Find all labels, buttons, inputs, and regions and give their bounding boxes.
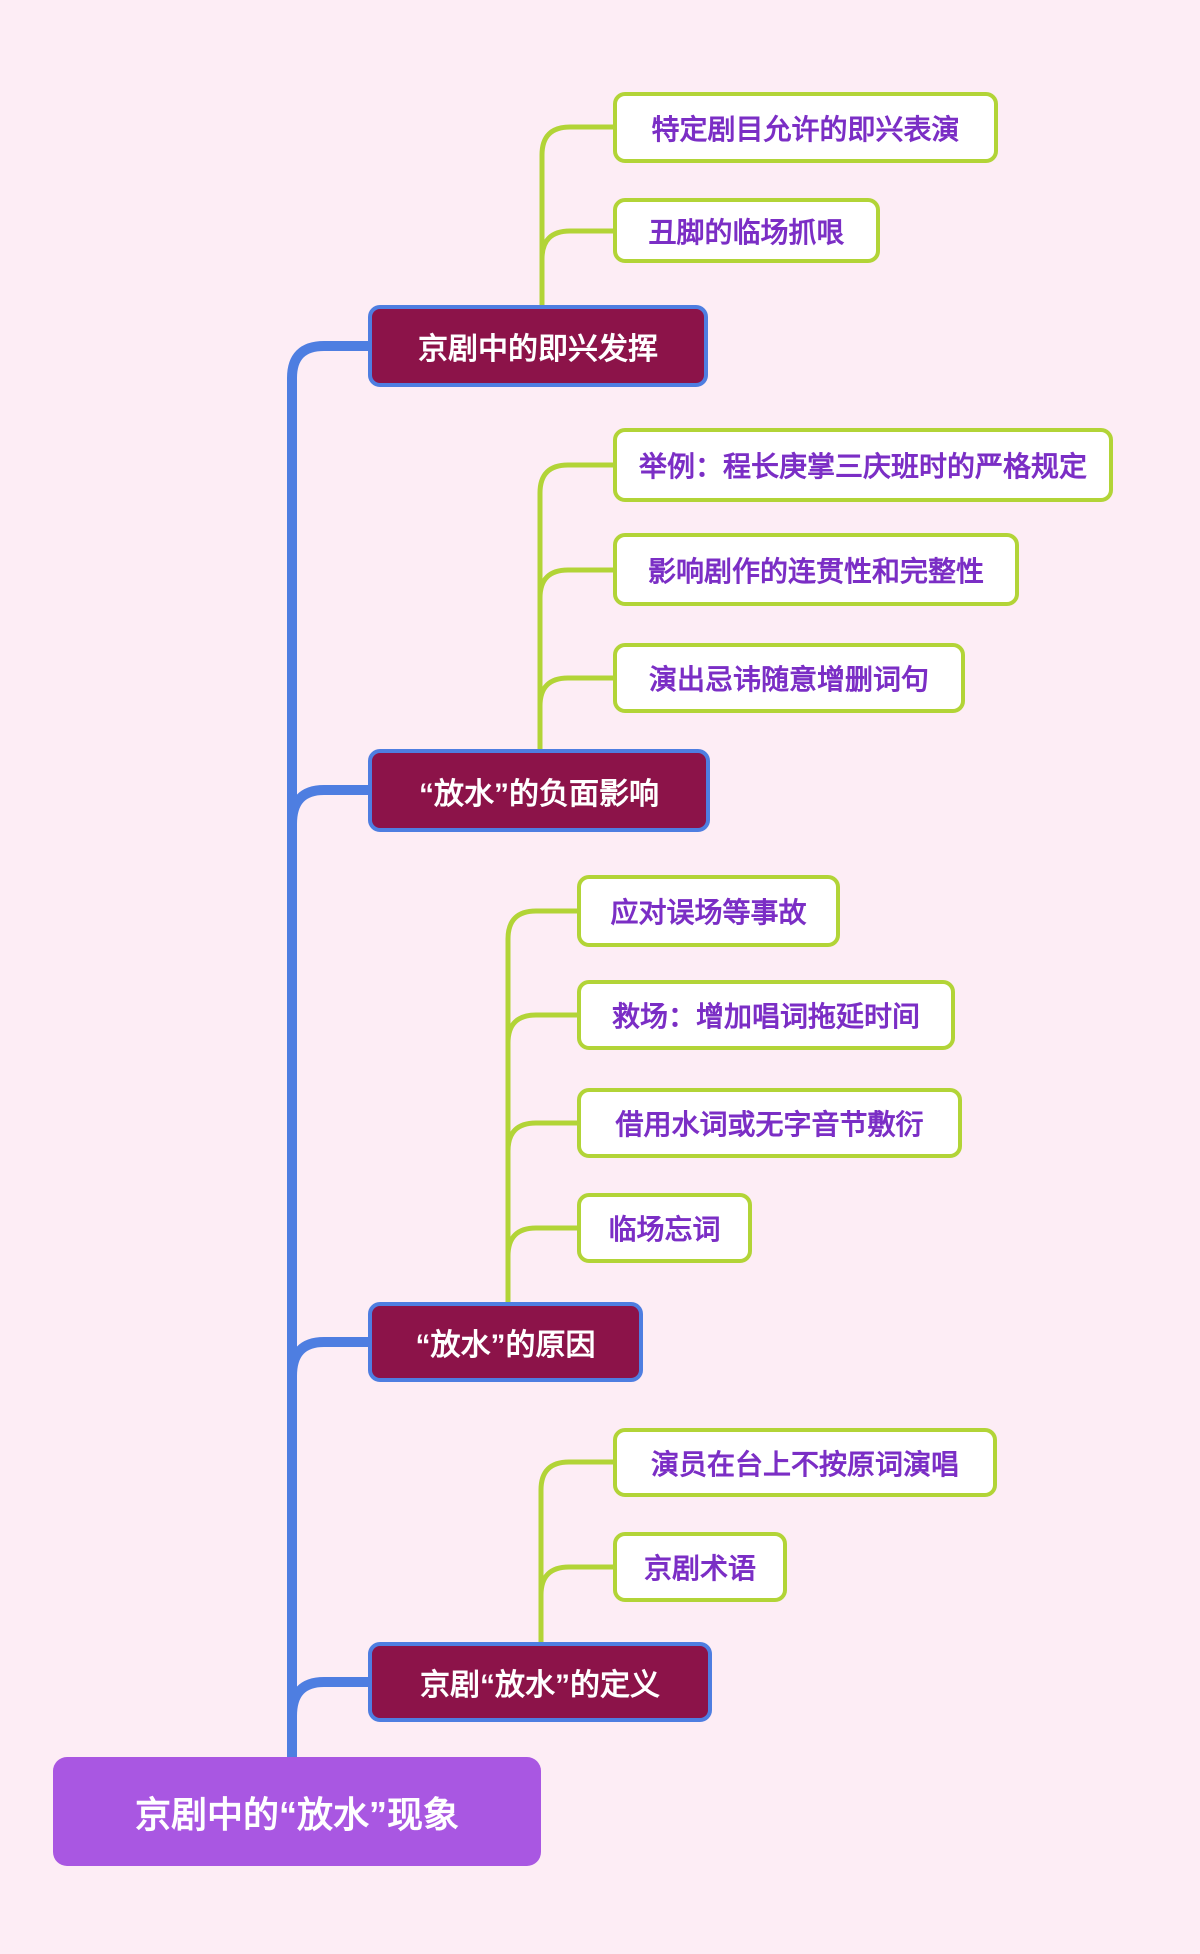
branch-node-reasons[interactable]: “放水”的原因 bbox=[368, 1302, 643, 1382]
leaf-node[interactable]: 影响剧作的连贯性和完整性 bbox=[613, 533, 1019, 606]
branch-node-improvisation[interactable]: 京剧中的即兴发挥 bbox=[368, 305, 708, 387]
branch-node-negative-effects[interactable]: “放水”的负面影响 bbox=[368, 749, 710, 832]
leaf-node[interactable]: 演出忌讳随意增删词句 bbox=[613, 643, 965, 713]
spine-connector bbox=[287, 341, 368, 1760]
leaf-node[interactable]: 演员在台上不按原词演唱 bbox=[613, 1428, 997, 1497]
root-node[interactable]: 京剧中的“放水”现象 bbox=[53, 1757, 541, 1866]
leaf-node[interactable]: 丑脚的临场抓哏 bbox=[613, 198, 880, 263]
leaf-node[interactable]: 特定剧目允许的即兴表演 bbox=[613, 92, 998, 163]
leaf-node[interactable]: 举例：程长庚掌三庆班时的严格规定 bbox=[613, 428, 1113, 502]
branch-node-definition[interactable]: 京剧“放水”的定义 bbox=[368, 1642, 712, 1722]
leaf-node[interactable]: 借用水词或无字音节敷衍 bbox=[577, 1088, 962, 1158]
leaf-node[interactable]: 救场：增加唱词拖延时间 bbox=[577, 980, 955, 1050]
leaf-node[interactable]: 临场忘词 bbox=[577, 1193, 752, 1263]
leaf-node[interactable]: 应对误场等事故 bbox=[577, 875, 840, 947]
leaf-node[interactable]: 京剧术语 bbox=[613, 1532, 787, 1602]
